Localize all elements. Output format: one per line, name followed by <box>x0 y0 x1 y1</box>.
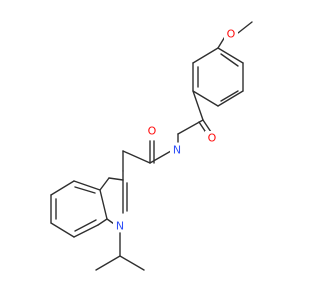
indole-nitrogen-label: N <box>116 220 124 233</box>
methoxy-group: O <box>217 21 253 49</box>
amide-nitrogen-label: N <box>173 144 181 157</box>
ketone-group: O <box>177 90 219 145</box>
amide-group: N O <box>122 124 184 164</box>
indole-ring: N <box>50 177 128 238</box>
amide-oxygen-label: O <box>148 125 157 138</box>
methoxyphenyl-ring <box>192 47 244 107</box>
isopropyl-group <box>95 232 145 271</box>
methoxy-oxygen-label: O <box>227 28 236 41</box>
molecule-structure: O O N O <box>50 21 253 271</box>
ketone-oxygen-label: O <box>208 132 217 145</box>
